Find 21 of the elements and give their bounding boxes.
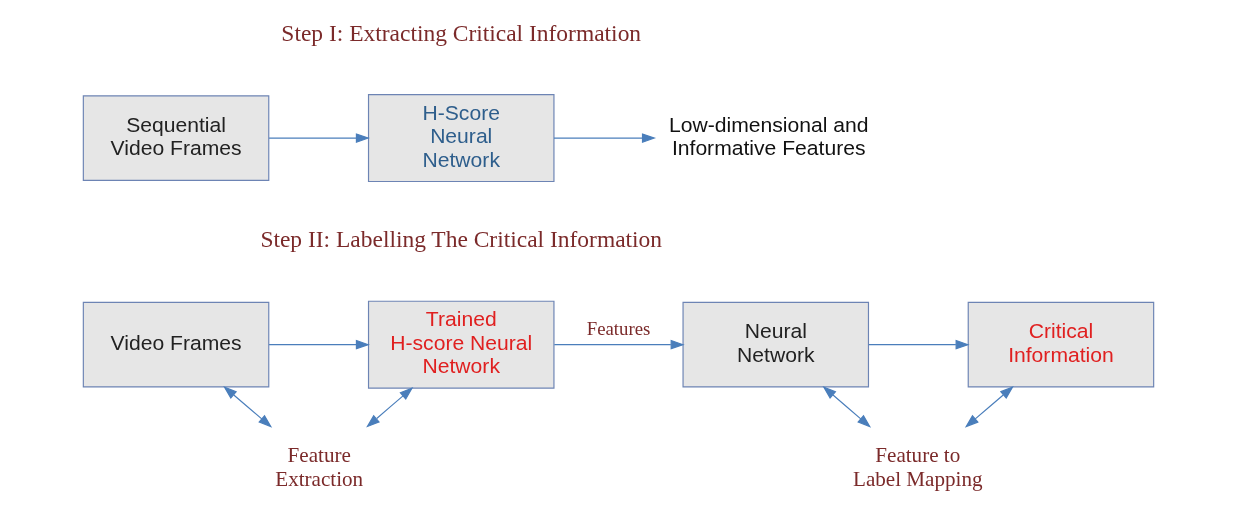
arrow xyxy=(268,339,370,350)
node-box: Critical Information xyxy=(967,301,1154,387)
edge-label: Features xyxy=(586,317,650,339)
arrow xyxy=(222,385,272,428)
node-text: Feature to Label Mapping xyxy=(852,442,983,491)
arrow xyxy=(867,339,970,350)
arrow xyxy=(964,385,1014,428)
arrow xyxy=(822,385,871,428)
arrow xyxy=(553,339,685,350)
arrow xyxy=(268,132,370,143)
node-text: Feature Extraction xyxy=(274,442,363,491)
node-box: Video Frames xyxy=(82,301,269,387)
label: Step II: Labelling The Critical Information xyxy=(259,225,662,252)
node-box: H-Score Neural Network xyxy=(367,93,555,182)
node-box: Sequential Video Frames xyxy=(82,94,269,181)
node-box: Trained H-score Neural Network xyxy=(367,300,555,389)
node-text: Low-dimensional and Informative Features xyxy=(668,112,868,159)
node-box: Neural Network xyxy=(681,301,869,387)
arrow xyxy=(365,386,413,428)
label: Step I: Extracting Critical Information xyxy=(280,19,641,46)
arrow xyxy=(552,132,656,143)
